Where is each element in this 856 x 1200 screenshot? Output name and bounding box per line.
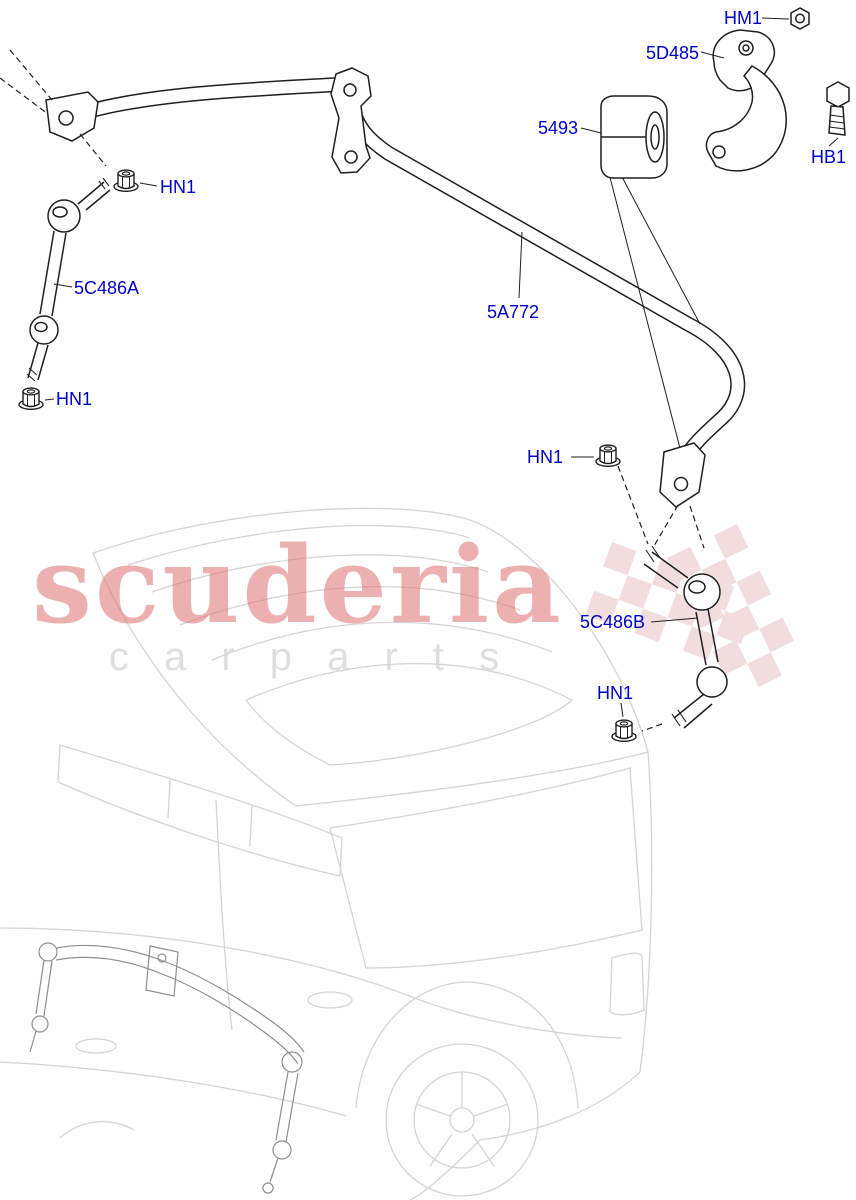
installed-view-inset — [29, 942, 305, 1194]
label-hn1-upper-left[interactable]: HN1 — [160, 177, 196, 197]
bushing-locator-line — [605, 161, 683, 457]
part-labels: HM1 5D485 5493 HB1 HN1 5C486A 5A772 HN1 … — [56, 8, 846, 703]
label-hm1-top[interactable]: HM1 — [724, 8, 762, 28]
bushing-5493 — [600, 95, 668, 179]
mounting-bracket — [330, 67, 372, 174]
bolt-hb1 — [826, 81, 850, 136]
label-5c486b[interactable]: 5C486B — [580, 612, 645, 632]
side-windows — [57, 744, 343, 877]
roof-edge — [92, 507, 649, 753]
label-5d485[interactable]: 5D485 — [646, 43, 699, 63]
label-hb1[interactable]: HB1 — [811, 147, 846, 167]
nut-hn1-bottom-right — [611, 719, 637, 743]
clamp-bracket-5d485 — [705, 29, 787, 172]
stabilizer-bar-tube — [83, 76, 746, 464]
wheel-arch — [355, 981, 579, 1109]
stabilizer-link-5c486a — [26, 177, 111, 382]
bar-end-right — [659, 442, 706, 508]
label-5a772[interactable]: 5A772 — [487, 302, 539, 322]
tail-lamp — [609, 952, 645, 1016]
bushing-locator-line — [611, 157, 701, 325]
label-hn1-middle[interactable]: HN1 — [527, 447, 563, 467]
sunroof — [244, 662, 574, 766]
leader-lines — [44, 17, 839, 718]
bar-end-left — [45, 91, 99, 142]
nut-hn1-upper-left — [113, 169, 139, 193]
rear-window — [329, 767, 643, 969]
label-5c486a[interactable]: 5C486A — [74, 278, 139, 298]
assembly-axis-lines — [0, 49, 705, 732]
door-handle — [75, 1038, 117, 1054]
stabilizer-bar-assembly — [18, 7, 850, 743]
nut-hn1-lower-left — [18, 387, 44, 411]
tailgate-edge — [639, 751, 653, 1073]
nut-hm1 — [790, 7, 810, 30]
stabilizer-link-5c486b — [643, 545, 728, 729]
nut-hn1-middle — [595, 444, 621, 468]
label-hn1-lower-left[interactable]: HN1 — [56, 389, 92, 409]
label-5493[interactable]: 5493 — [538, 118, 578, 138]
vehicle-outline — [0, 507, 653, 1200]
door-handle — [307, 991, 353, 1009]
label-hn1-bottom[interactable]: HN1 — [597, 683, 633, 703]
rear-wheel — [385, 1043, 539, 1197]
watermark-subtitle-text: c a r p a r t s — [109, 635, 511, 679]
watermark-brand-text: scuderia — [32, 522, 564, 647]
